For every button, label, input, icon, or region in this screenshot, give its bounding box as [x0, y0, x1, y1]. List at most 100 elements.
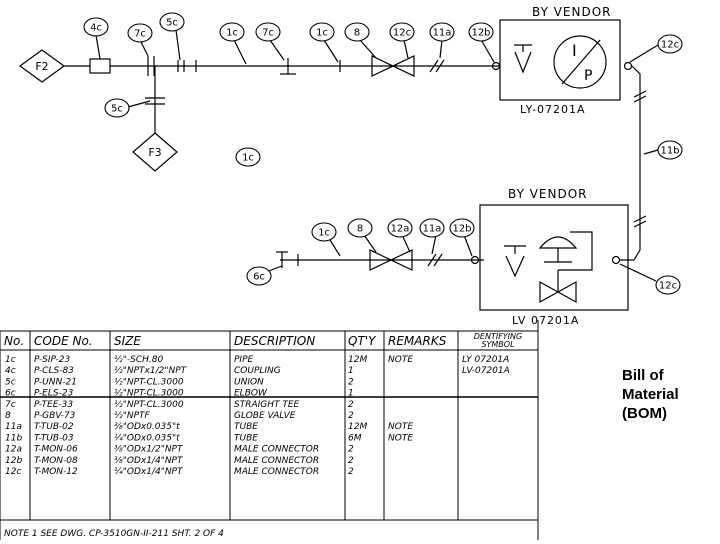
- bom-cell: NOTE: [388, 355, 413, 365]
- bom-cell: 12b: [5, 456, 22, 466]
- top-bubble-label: 11a: [433, 28, 452, 39]
- bom-cell: ½"NPT-CL.3000: [114, 400, 184, 410]
- top-bubble-label: 5c: [111, 104, 123, 115]
- bom-cell: ELBOW: [234, 389, 268, 399]
- top-bubble-label: 1c: [316, 28, 328, 39]
- globe-valve-top: [371, 55, 415, 77]
- bottom-bubble: [387, 218, 413, 238]
- top-bubble-label: 1c: [226, 28, 238, 39]
- bom-header: SIZE: [114, 334, 141, 348]
- bom-cell: NOTE: [388, 433, 413, 443]
- bom-cell: 2: [348, 377, 354, 387]
- bom-cell: P-GBV-73: [34, 411, 76, 421]
- caption-line-3: (BOM): [622, 405, 667, 422]
- bom-cell: T-TUB-03: [34, 433, 74, 443]
- bottom-bubble: [449, 218, 475, 238]
- top-bubble: [468, 22, 494, 42]
- top-bubble: [389, 22, 415, 42]
- vendor-label-bottom: BY VENDOR: [508, 187, 588, 201]
- bom-cell: 11a: [5, 422, 22, 432]
- bom-cell: 6c: [5, 389, 16, 399]
- bom-cell: P-CLS-83: [34, 366, 74, 376]
- positioner-letter-p: P: [584, 68, 592, 84]
- top-bubble: [104, 98, 130, 118]
- endpoint-f3: F3: [148, 146, 161, 159]
- bottom-bubble: [347, 218, 373, 238]
- top-bubble: [83, 17, 109, 37]
- top-bubble: [657, 34, 683, 54]
- bom-header: QT'Y: [348, 334, 377, 348]
- bom-cell: UNION: [234, 377, 264, 387]
- bom-cell: 1c: [5, 355, 16, 365]
- bom-cell: 2: [348, 400, 354, 410]
- bom-cell: MALE CONNECTOR: [234, 445, 319, 455]
- tag-top: LY-07201A: [520, 103, 586, 116]
- bottom-bubble: [655, 275, 681, 295]
- bottom-bubble-label: 12b: [452, 224, 471, 235]
- bom-cell: 2: [348, 411, 354, 421]
- bom-cell: 12M: [348, 422, 367, 432]
- ip-positioner: [553, 35, 607, 89]
- top-bubble: [127, 23, 153, 43]
- bom-cell: T-MON-06: [34, 445, 78, 455]
- bom-header-symbol-line2: SYMBOL: [481, 340, 514, 349]
- bottom-bubble-label: 8: [357, 224, 363, 235]
- bom-cell: LY 07201A: [462, 355, 509, 365]
- control-valve-body: [539, 280, 577, 304]
- bom-cell: COUPLING: [234, 366, 281, 376]
- bom-cell: 2: [348, 445, 354, 455]
- top-bubble: [159, 12, 185, 32]
- bom-cell: 2: [348, 467, 354, 477]
- bom-cell: 12M: [348, 355, 367, 365]
- bom-cell: GLOBE VALVE: [234, 411, 296, 421]
- bom-cell: P-ELS-23: [34, 389, 74, 399]
- bom-cell: P-SIP-23: [34, 355, 70, 365]
- bom-cell: 1: [348, 389, 354, 399]
- bottom-bubble: [311, 222, 337, 242]
- globe-valve-bottom: [369, 249, 413, 271]
- bom-cell: ½"NPTF: [114, 411, 151, 421]
- bom-cell: TUBE: [234, 433, 258, 443]
- actuator-symbol: [538, 236, 578, 249]
- bom-header-symbol-line1: DENTIFYING: [474, 332, 522, 341]
- f3-diamond: [132, 132, 178, 172]
- bottom-bubble-label: 12c: [659, 281, 677, 292]
- caption-line-1: Bill of: [622, 367, 664, 384]
- bom-cell: ½"-SCH.80: [114, 355, 163, 365]
- bom-cell: PIPE: [234, 355, 254, 365]
- bom-cell: 2: [348, 456, 354, 466]
- vendor-box-bottom: [479, 204, 629, 311]
- top-bubble: [235, 147, 261, 167]
- bom-cell: ⅜"ODx0.035"t: [114, 422, 180, 432]
- vendor-box-top: [499, 19, 621, 101]
- bom-cell: P-UNN-21: [34, 377, 77, 387]
- bom-cell: ¼"ODx1/4"NPT: [114, 467, 184, 477]
- bom-cell: ¼"ODx0.035"t: [114, 433, 180, 443]
- top-bubble: [255, 22, 281, 42]
- bottom-bubble-label: 11a: [423, 224, 442, 235]
- bom-cell: T-MON-12: [34, 467, 78, 477]
- coupling-symbol: [89, 58, 111, 74]
- bom-cell: 11b: [5, 433, 22, 443]
- bom-cell: 1: [348, 366, 354, 376]
- top-bubble-label: 8: [354, 28, 360, 39]
- bom-grid: [0, 320, 539, 540]
- bom-header: No.: [4, 334, 24, 348]
- top-bubble: [429, 22, 455, 42]
- bom-cell: 8: [5, 411, 11, 421]
- bottom-bubble: [246, 266, 272, 286]
- bottom-bubble-label: 1c: [318, 228, 330, 239]
- tag-bottom: LV 07201A: [512, 314, 579, 327]
- bom-cell: STRAIGHT TEE: [234, 400, 300, 410]
- vendor-label-top: BY VENDOR: [532, 5, 612, 19]
- top-bubble: [344, 22, 370, 42]
- bottom-bubble: [419, 218, 445, 238]
- bom-cell: ⅜"ODx1/4"NPT: [114, 456, 184, 466]
- top-bubble-label: 12c: [661, 40, 679, 51]
- bom-cell: LV-07201A: [462, 366, 510, 376]
- top-bubble-label: 7c: [134, 29, 146, 40]
- top-bubble: [219, 22, 245, 42]
- bom-cell: 6M: [348, 433, 362, 443]
